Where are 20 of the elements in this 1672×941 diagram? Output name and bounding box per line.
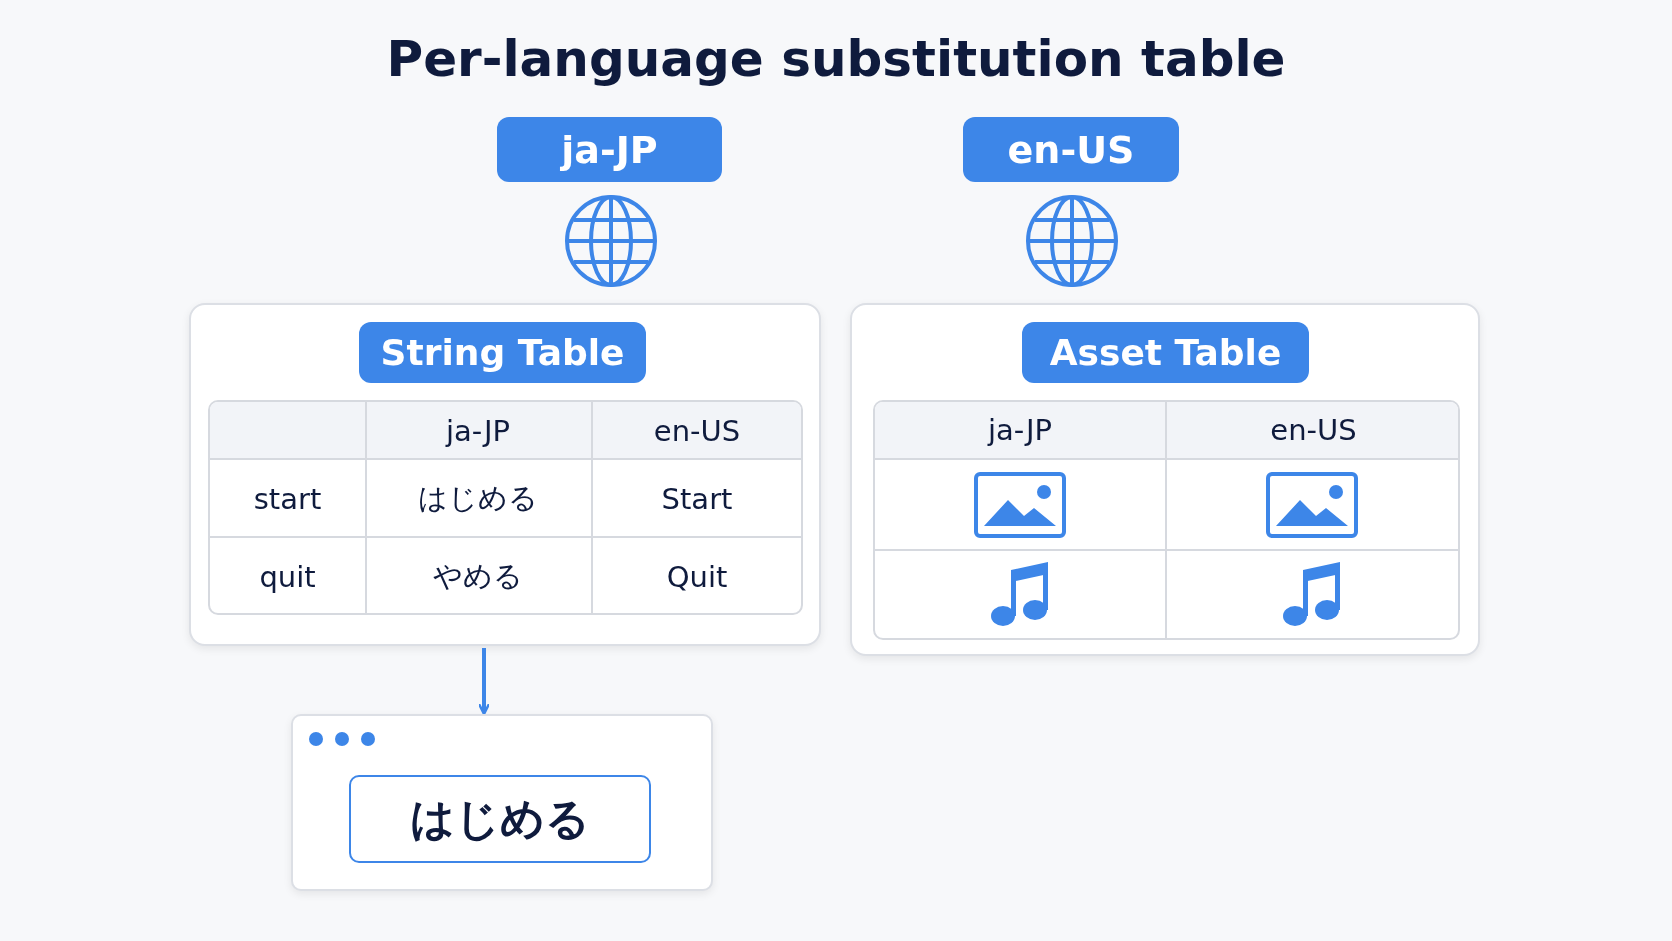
table-cell-text: ja-JP xyxy=(444,413,511,450)
table-cell-text: はじめる xyxy=(417,480,539,517)
table-cell-text: やめる xyxy=(432,557,524,595)
arrow xyxy=(477,648,491,716)
app-window xyxy=(291,714,713,891)
locale-badge: ja-JP xyxy=(497,117,722,182)
table-cell-text: Start xyxy=(660,481,734,518)
table-cell-text: start xyxy=(252,481,323,518)
table-cell-text: Quit xyxy=(665,558,729,596)
diagram-title: Per-language substitution table xyxy=(385,30,1287,88)
table-panel xyxy=(850,303,1480,656)
locale-badge: en-US xyxy=(963,117,1179,182)
table-cell-text: en-US xyxy=(1269,412,1358,449)
panel-heading: String Table xyxy=(359,322,646,383)
table-cell-text: quit xyxy=(258,558,317,596)
table-cell-text: en-US xyxy=(652,413,742,450)
panel-heading: Asset Table xyxy=(1022,322,1309,383)
app-button: はじめる xyxy=(349,775,651,863)
table-cell-text: ja-JP xyxy=(986,412,1053,449)
table-panel xyxy=(189,303,821,646)
